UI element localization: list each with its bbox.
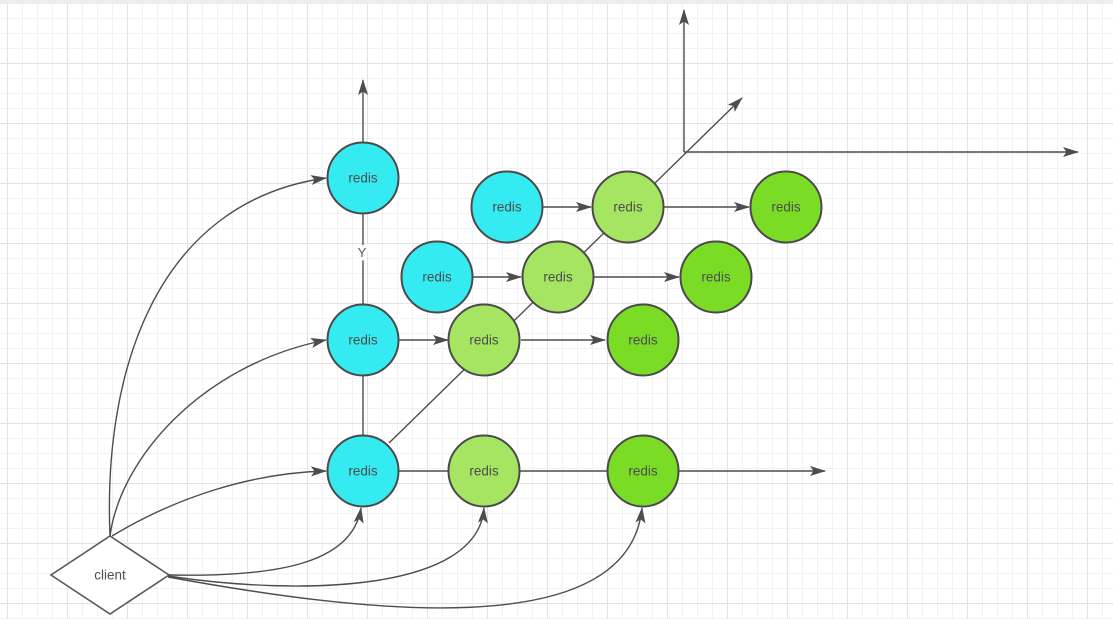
redis-row3-green[interactable] (606, 303, 680, 377)
redis-node-label: redis (628, 333, 658, 348)
client-to-bottom-green-underside[interactable] (167, 507, 646, 609)
redis-node-label: redis (348, 464, 378, 479)
labels-layer: Y (354, 242, 370, 264)
redis-node-label: redis (628, 464, 658, 479)
redis-row0-cyan[interactable] (326, 141, 400, 215)
redis-node-label: redis (543, 270, 573, 285)
redis-node-label: redis (422, 270, 452, 285)
redis-row1-cyan[interactable] (470, 170, 544, 244)
redis-row1-lightgreen[interactable] (591, 170, 665, 244)
client-to-redis-bottom-left[interactable] (111, 466, 327, 537)
redis-row4-cyan[interactable] (326, 434, 400, 508)
redis-node-label: redis (348, 171, 378, 186)
redis-row2-cyan[interactable] (400, 240, 474, 314)
canvas-top-strip (0, 0, 1113, 4)
nodes-layer: redis redis redis redis redis redis redis redis… (49, 141, 823, 615)
y-axis-label: Y (358, 245, 367, 260)
client-to-bottom-lgreen-underside[interactable] (167, 507, 488, 587)
client-node[interactable] (49, 535, 171, 615)
redis-row2-lightgreen[interactable] (521, 240, 595, 314)
redis-node-label: redis (469, 464, 499, 479)
redis-row3-cyan[interactable] (326, 303, 400, 377)
client-to-redis-middle[interactable] (109, 338, 327, 537)
redis-node-label: redis (613, 200, 643, 215)
redis-node-label: redis (701, 270, 731, 285)
redis-node-label: redis (492, 200, 522, 215)
client-to-bottom-cyan-underside[interactable] (167, 507, 364, 576)
client-node-label: client (94, 568, 126, 583)
redis-node-label: redis (348, 333, 378, 348)
redis-row1-green[interactable] (749, 170, 823, 244)
redis-row4-lightgreen[interactable] (447, 434, 521, 508)
client-to-redis-top[interactable] (108, 175, 327, 537)
axes-layer (358, 9, 1079, 476)
redis-node-label: redis (469, 333, 499, 348)
redis-row2-green[interactable] (679, 240, 753, 314)
edges-layer (108, 175, 750, 609)
redis-row4-green[interactable] (606, 434, 680, 508)
redis-node-label: redis (771, 200, 801, 215)
